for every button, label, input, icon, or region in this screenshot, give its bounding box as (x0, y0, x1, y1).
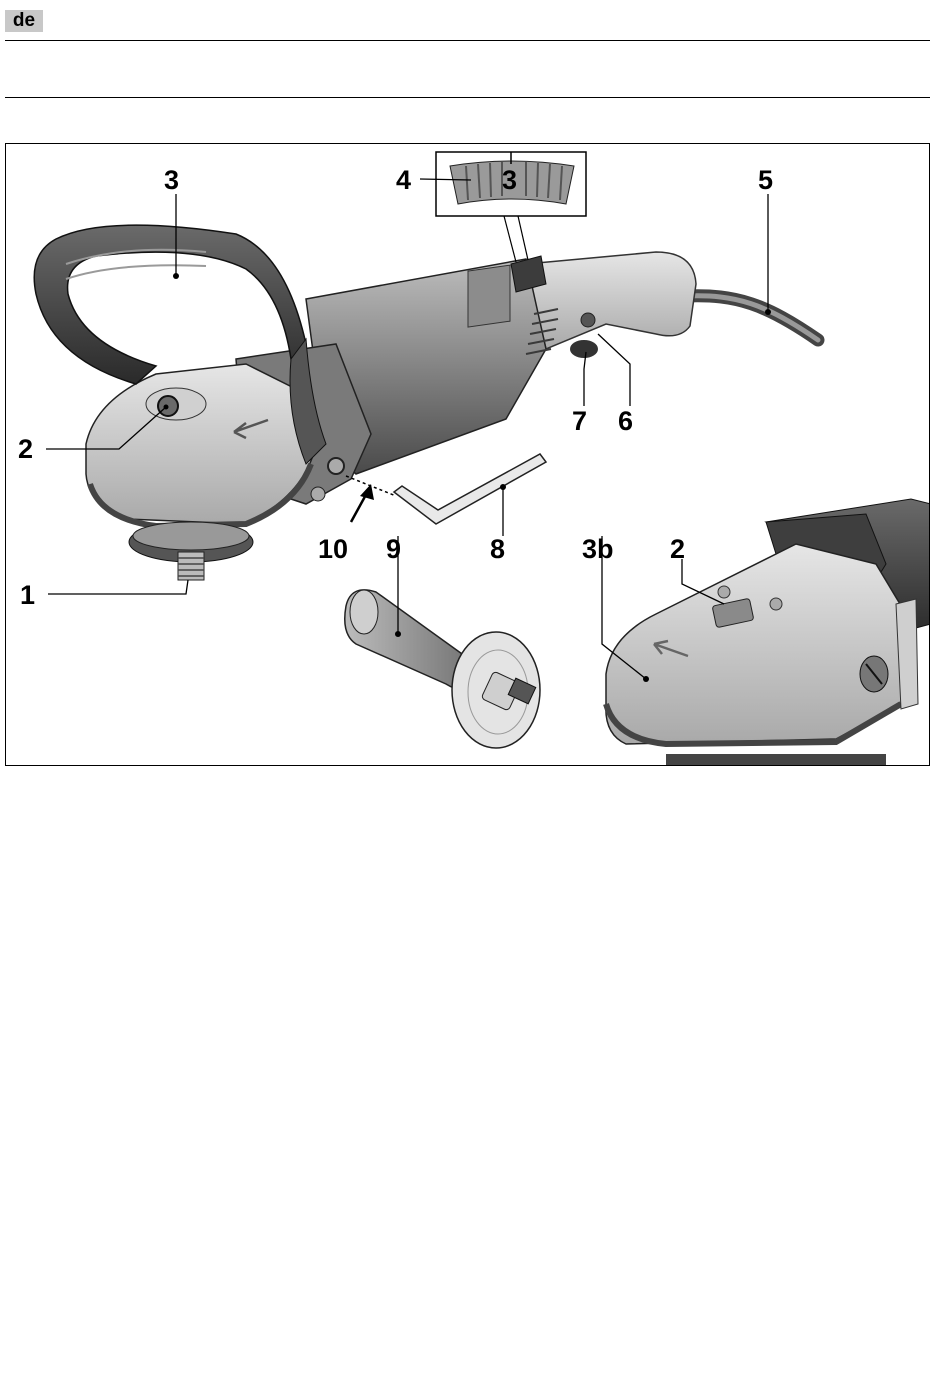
callout-8: 8 (490, 534, 505, 564)
gear-head-detail (606, 499, 930, 766)
callout-10: 10 (318, 534, 348, 564)
auxiliary-handle (345, 590, 540, 748)
allen-key (394, 454, 546, 524)
tool-illustration: 3 (5, 143, 930, 766)
callout-3: 3 (164, 165, 179, 195)
dial-setting-value: 3 (502, 165, 517, 195)
callout-4: 4 (396, 165, 411, 195)
callout-9: 9 (386, 534, 401, 564)
section-rule (5, 97, 930, 98)
callout-5: 5 (758, 165, 773, 195)
polisher-drawing: 3 (6, 144, 930, 766)
speed-dial-inset: 3 (436, 152, 586, 262)
rear-handle (526, 252, 696, 349)
callout-2: 2 (18, 434, 33, 464)
language-badge: de (5, 10, 43, 32)
callout-1: 1 (20, 580, 35, 610)
callout-7: 7 (572, 406, 587, 436)
brush-cover (468, 265, 510, 327)
callout-2-detail: 2 (670, 534, 685, 564)
header-rule (5, 40, 930, 41)
callout-3b: 3b (582, 534, 614, 564)
handle-fixing-screw (328, 458, 344, 474)
lock-on-button (581, 313, 595, 327)
callout-6: 6 (618, 406, 633, 436)
front-cover (86, 364, 316, 524)
